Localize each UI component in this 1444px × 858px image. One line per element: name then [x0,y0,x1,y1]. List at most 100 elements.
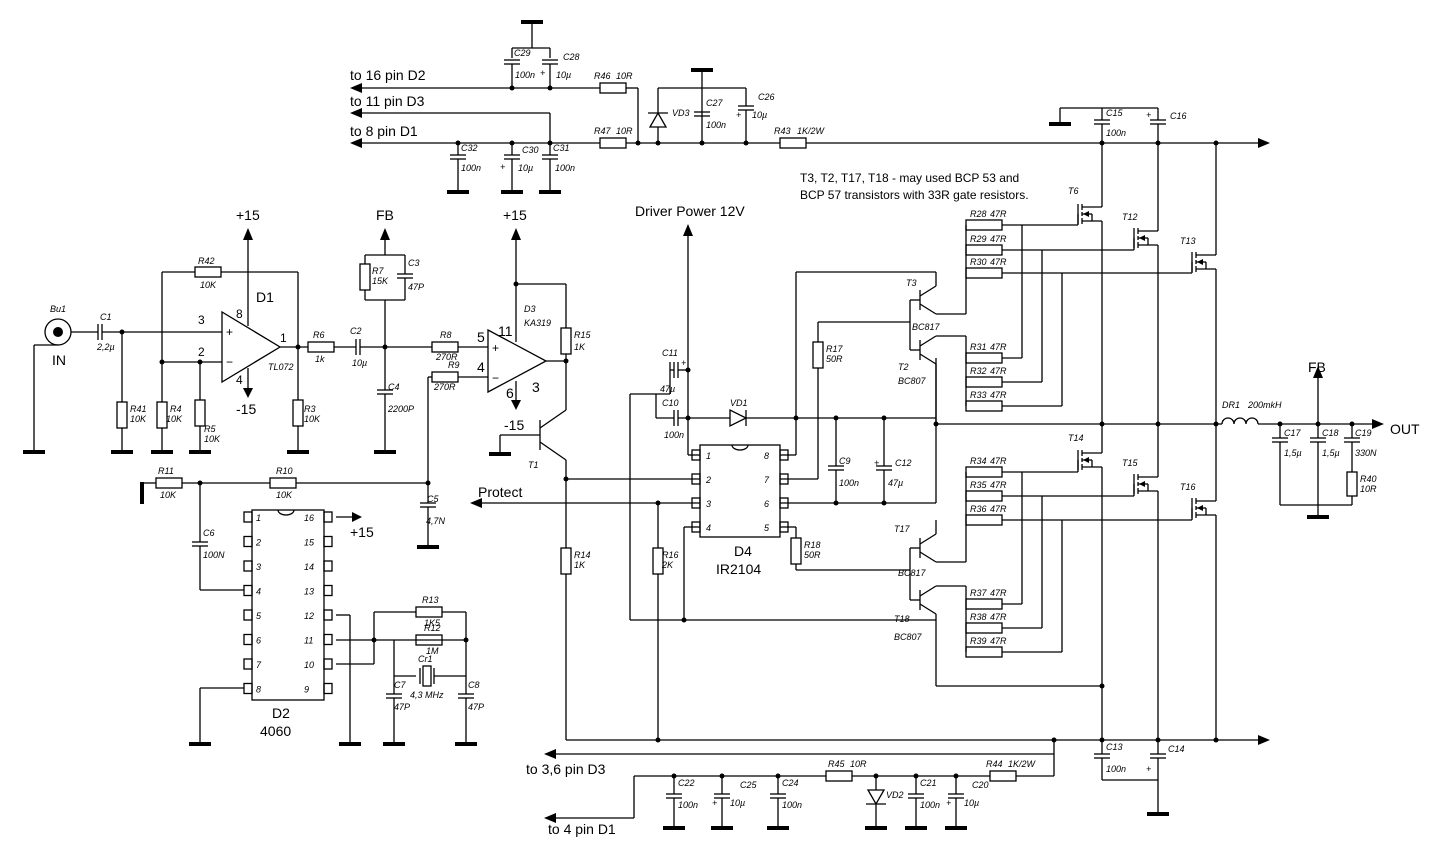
c6-ref: C6 [203,528,215,538]
r3-ref: R3 [304,404,316,414]
c4-value: 2200P [387,404,414,414]
resistor-r12: R12 1M [415,623,443,656]
svg-text:+: + [736,110,741,120]
d4-pin-number: 8 [764,451,769,461]
d2-right-pin [323,633,333,646]
d2-left-pin [243,609,253,621]
ic-d4-ir2104: D4 IR2104 [699,444,781,577]
bu1-ref: Bu1 [50,304,66,314]
r41-ref: R41 [130,404,147,414]
r5-ref: R5 [204,424,216,434]
label-minus15-d1: -15 [236,401,256,417]
r43-value: 1K/2W [797,126,826,136]
mosfet-t14 [1022,424,1103,473]
driver-transistors [909,285,966,620]
t13-ref: T13 [1180,236,1196,246]
r9-value: 270R [433,382,456,392]
c3-value: 47P [408,282,424,292]
r18-ref: R18 [804,540,821,550]
r41-value: 10K [130,414,147,424]
c7-ref: C7 [394,680,406,690]
label-out: OUT [1390,421,1420,437]
capacitor-c32: C32 100n [447,143,481,194]
d2-pin-number: 11 [304,636,313,646]
r47-value: 10R [616,126,633,136]
svg-text:47R: 47R [990,366,1007,376]
d1-pin2: 2 [198,345,205,359]
t3-part: BC817 [912,322,941,332]
r15-value: 1K [574,342,586,352]
c32-ref: C32 [461,143,478,153]
svg-text:−: − [226,355,233,369]
d2-left-pin [243,560,253,572]
label-to-d1-pin8: to 8 pin D1 [350,123,418,139]
capacitor-c11: C11 47µ + [629,348,688,620]
r44-value: 1K/2W [1008,759,1037,769]
capacitor-c19: C19 330N [1344,424,1377,472]
capacitor-c31: C31 100n [539,143,575,194]
svg-text:+: + [874,458,879,468]
r8-ref: R8 [440,330,452,340]
output-mosfets [935,143,1217,740]
capacitor-c15: C15 100n [1094,108,1126,143]
c2-value: 10µ [352,358,367,368]
d2-right-pin [323,511,333,523]
svg-text:R33: R33 [970,390,987,400]
svg-text:47R: 47R [990,456,1007,466]
c26-value: 10µ [752,110,767,120]
svg-text:+: + [492,341,499,355]
dr1-ref: DR1 [1222,400,1240,410]
c3-ref: C3 [408,258,420,268]
d1-part: TL072 [268,362,294,372]
vd2-ref: VD2 [886,790,904,800]
c6-value: 100N [203,550,225,560]
resistor-r8: R8 270R [431,330,488,362]
t12-ref: T12 [1122,212,1138,222]
c30-value: 10µ [518,163,533,173]
d3-pin11: 11 [498,323,513,339]
d1-pin1: 1 [280,331,287,345]
c15-value: 100n [1106,128,1126,138]
d4-pin-number: 1 [706,451,711,461]
r42-ref: R42 [198,256,215,266]
label-fb-output: FB [1308,359,1326,375]
resistor-r7: R7 15K [359,255,389,300]
c2-ref: C2 [350,326,362,336]
t18-part: BC807 [894,632,923,642]
capacitor-c7: C7 47P [383,676,410,746]
c29-value: 100n [515,70,535,80]
c5-ref: C5 [427,494,439,504]
capacitor-c8: C8 47P [455,680,484,746]
vd3-ref: VD3 [672,108,690,118]
capacitor-c22: C22 100n [663,776,698,830]
svg-text:R38: R38 [970,612,987,622]
svg-text:47R: 47R [990,636,1007,646]
c4-ref: C4 [388,382,400,392]
capacitor-c21: C21 100n [905,776,940,830]
capacitor-c25: C25 10µ + [711,776,758,830]
capacitor-c29: C29 100n [504,48,535,88]
svg-text:R32: R32 [970,366,987,376]
resistor-r41: R41 10K [111,401,147,454]
svg-text:47R: 47R [990,390,1007,400]
mosfet-t6 [1022,143,1103,226]
r40-ref: R40 [1360,474,1377,484]
svg-text:R39: R39 [970,636,987,646]
c24-value: 100n [782,800,802,810]
c18-ref: C18 [1322,428,1339,438]
r11-value: 10K [160,490,177,500]
c9-value: 100n [839,478,859,488]
c19-ref: C19 [1355,428,1372,438]
c7-value: 47P [394,702,410,712]
r7-ref: R7 [372,266,384,276]
capacitor-c10: C10 100n [655,394,730,440]
d4-ref: D4 [734,543,752,559]
c27-value: 100n [706,120,726,130]
r13-ref: R13 [422,595,439,605]
c10-ref: C10 [662,398,679,408]
